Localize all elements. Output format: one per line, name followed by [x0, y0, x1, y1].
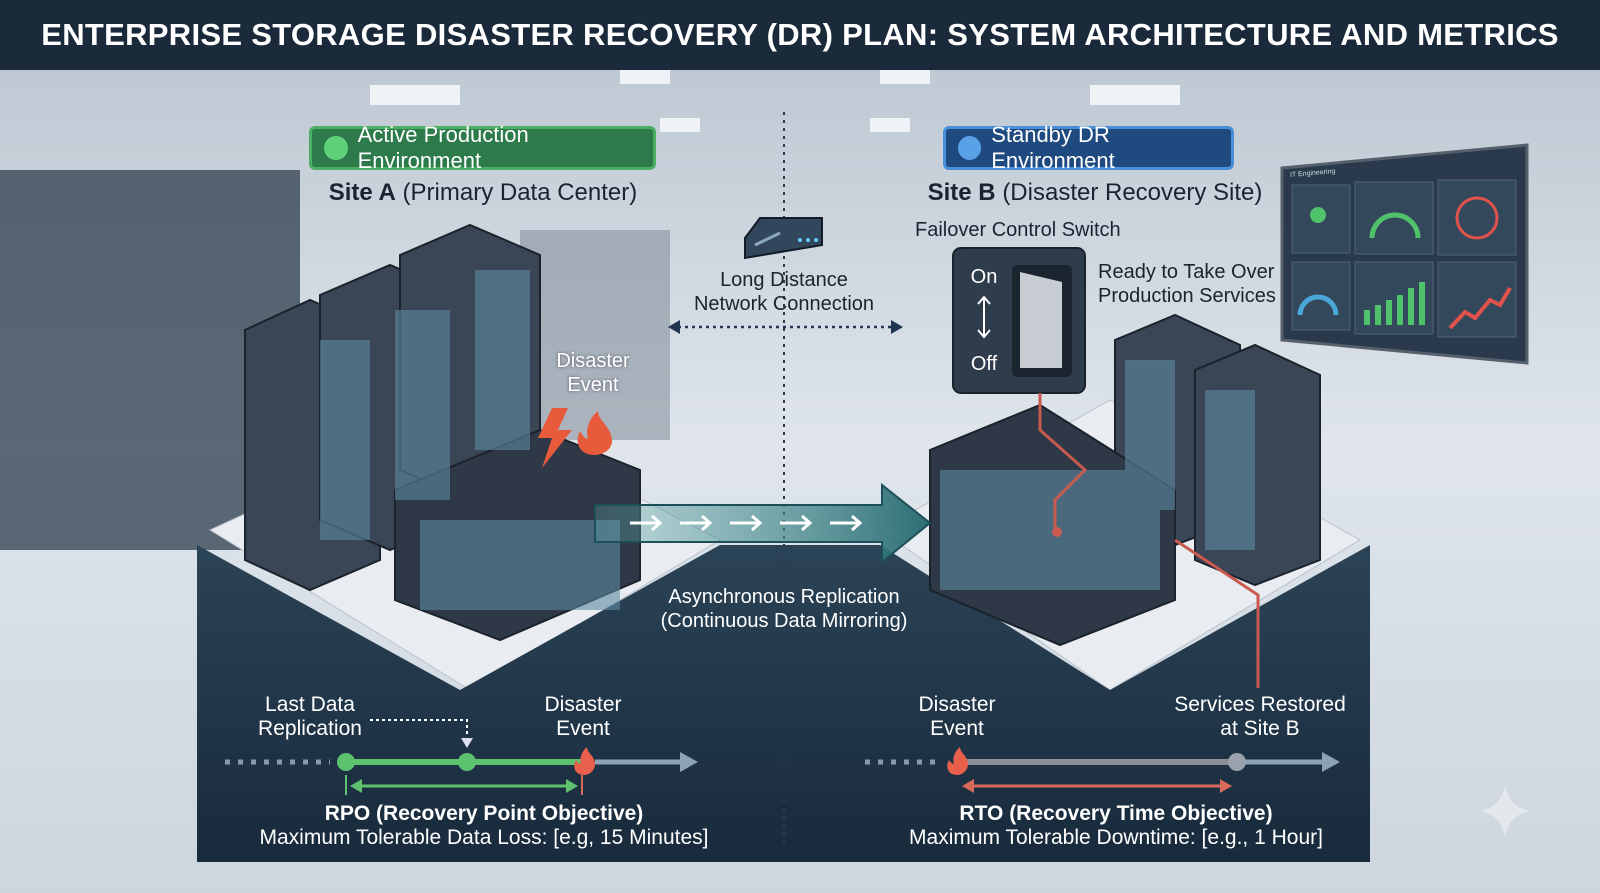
lightning-icon [538, 408, 572, 468]
toggle-switch-icon[interactable] [1020, 272, 1062, 368]
badge-label: Active Production Environment [357, 122, 529, 173]
fire-icon [574, 747, 595, 775]
fire-icon [947, 747, 968, 775]
page-title: ENTERPRISE STORAGE DISASTER RECOVERY (DR… [0, 0, 1600, 70]
fire-icon [577, 411, 612, 455]
failover-switch-title: Failover Control Switch [915, 219, 1121, 241]
switch-off-label: Off [970, 353, 998, 375]
rpo-text: RPO (Recovery Point Objective)Maximum To… [259, 802, 709, 849]
replication-label: Asynchronous Replication(Continuous Data… [660, 586, 908, 632]
monitoring-dashboard [1280, 143, 1529, 365]
failover-switch [952, 247, 1086, 394]
rto-text: RTO (Recovery Time Objective)Maximum Tol… [909, 802, 1323, 849]
rto-timeline [865, 747, 1340, 793]
replication-arrow [594, 482, 932, 565]
site-b-title: Site B (Disaster Recovery Site) [927, 179, 1263, 206]
status-dot-icon [324, 136, 348, 160]
network-device-icon [744, 217, 823, 260]
standby-dr-badge: Standby DR Environment [943, 122, 1234, 173]
badge-label: Standby DR Environment [991, 122, 1115, 173]
status-dot-icon [958, 136, 982, 160]
rpo-timeline [225, 719, 698, 795]
sparkle-icon [1480, 785, 1530, 837]
site-a-title: Site A (Primary Data Center) [328, 179, 638, 206]
switch-on-label: On [970, 266, 998, 288]
metrics-panel [197, 545, 1370, 862]
active-production-badge: Active Production Environment [309, 122, 656, 173]
